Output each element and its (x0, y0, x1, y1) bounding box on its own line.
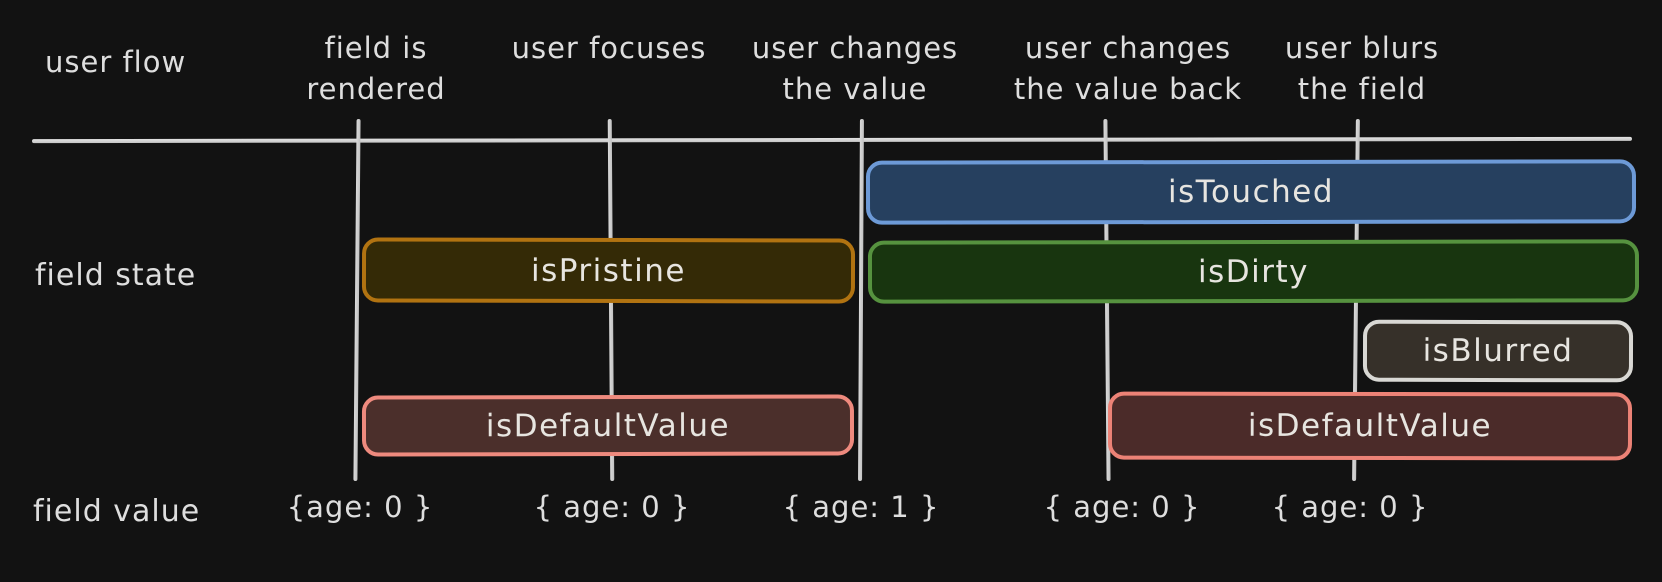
field-value-changed-back: { age: 0 } (1043, 490, 1201, 524)
field-value-focused: { age: 0 } (533, 490, 691, 524)
bar-is-touched-label: isTouched (1167, 173, 1335, 211)
bar-is-dirty-label: isDirty (1197, 253, 1310, 290)
bar-is-dirty: isDirty (867, 239, 1640, 304)
bar-is-blurred: isBlurred (1362, 319, 1634, 383)
bar-is-pristine-label: isPristine (530, 252, 686, 289)
field-value-rendered: {age: 0 } (286, 490, 434, 524)
column-header-changes-value-back: user changes the value back (1013, 31, 1243, 107)
row-label-field-state: field state (35, 258, 197, 293)
column-header-user-focuses: user focuses (511, 31, 707, 65)
row-label-user-flow: user flow (45, 45, 187, 79)
bar-is-default-value-1: isDefaultValue (361, 394, 855, 457)
bar-is-default-value-1-label: isDefaultValue (485, 407, 731, 444)
bar-is-default-value-2: isDefaultValue (1107, 391, 1633, 461)
column-header-changes-value: user changes the value (751, 31, 959, 107)
event-line-changes-value (858, 118, 864, 482)
row-label-field-value: field value (33, 494, 201, 529)
event-line-field-rendered (353, 118, 361, 482)
bar-is-blurred-label: isBlurred (1422, 332, 1574, 370)
field-value-changed: { age: 1 } (782, 490, 940, 524)
column-header-blurs-field: user blurs the field (1284, 31, 1440, 107)
field-value-blurred: { age: 0 } (1271, 490, 1429, 524)
bar-is-pristine: isPristine (361, 237, 856, 304)
bar-is-default-value-2-label: isDefaultValue (1247, 407, 1493, 445)
bar-is-touched: isTouched (865, 159, 1637, 225)
timeline-axis (31, 136, 1633, 144)
column-header-field-rendered: field is rendered (306, 31, 446, 107)
